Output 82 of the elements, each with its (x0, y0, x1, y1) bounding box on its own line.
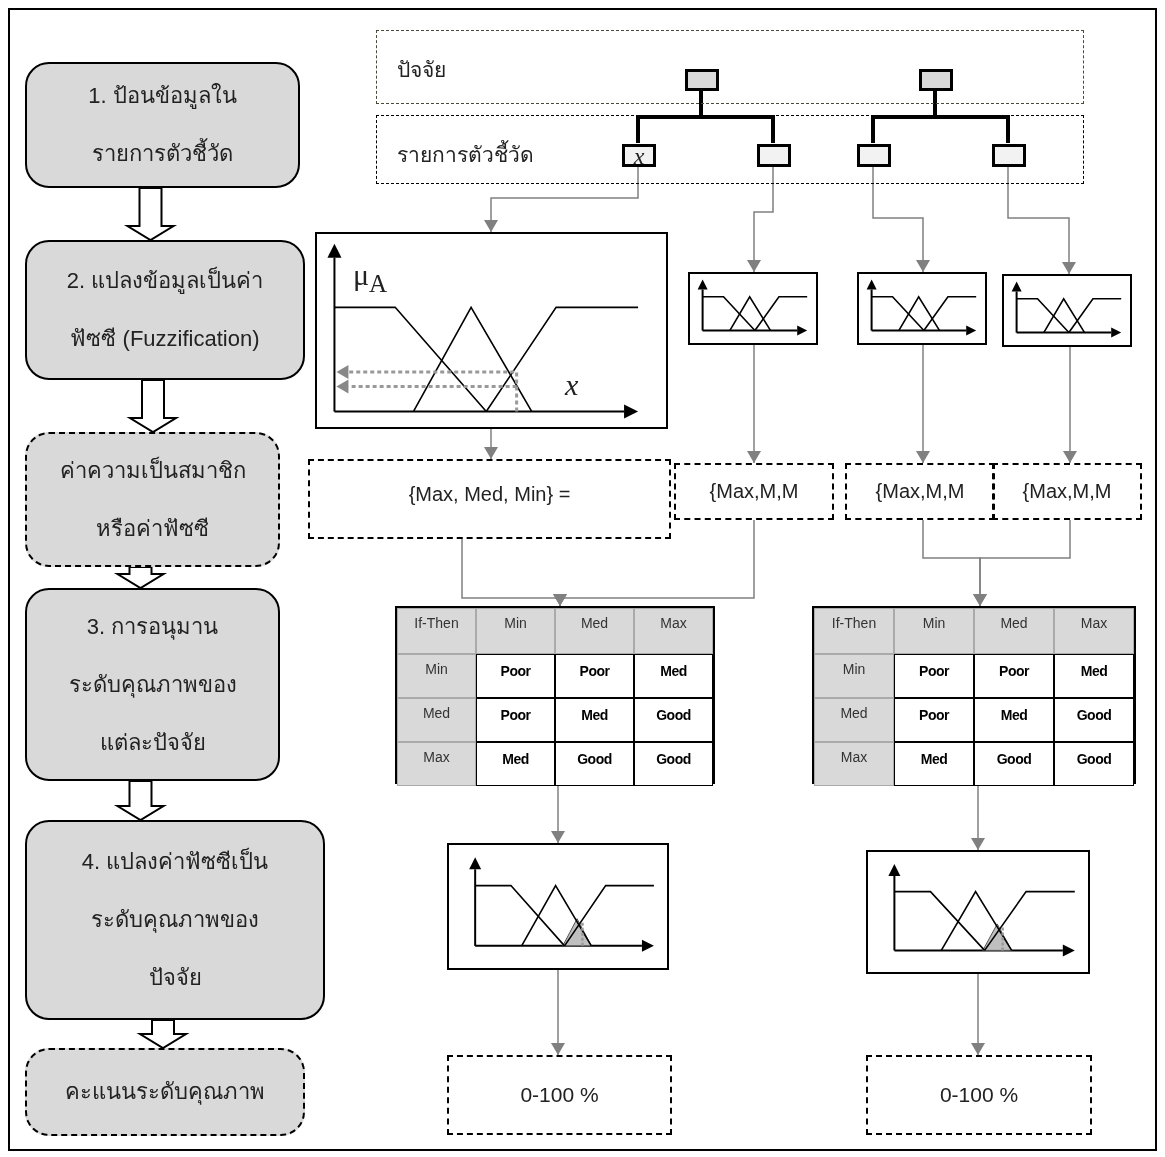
arrow (484, 165, 639, 233)
score-box: 0-100 % (866, 1055, 1092, 1135)
arrow (973, 519, 1071, 607)
factor-box (919, 69, 953, 91)
header-cell: If-Then (397, 608, 476, 654)
block-arrow (113, 780, 168, 822)
table-cell: Med (634, 654, 713, 698)
chart-panel (866, 850, 1090, 974)
indicator-box (757, 144, 791, 167)
chart-panel (857, 272, 987, 345)
table-cell: Poor (476, 698, 555, 742)
arrow (747, 165, 774, 273)
arrow (484, 428, 498, 460)
table-cell: Med (555, 698, 634, 742)
table-cell: Med (894, 742, 974, 786)
value-box: {Max,M,M (845, 463, 995, 520)
table-cell: Good (555, 742, 634, 786)
arrow (872, 165, 930, 273)
block-arrow (126, 379, 180, 434)
arrow (747, 344, 761, 464)
arrow (1063, 346, 1077, 464)
arrow (971, 973, 985, 1056)
table-cell: Med (1054, 654, 1134, 698)
table-cell: Good (1054, 742, 1134, 786)
band-label: รายการตัวชี้วัด (397, 138, 534, 171)
score-box: 0-100 % (447, 1055, 672, 1135)
rule-table (812, 606, 1136, 784)
factor-box (685, 69, 719, 91)
value-box: {Max,M,M (674, 463, 834, 520)
header-cell: Max (1054, 608, 1134, 654)
table-cell: Poor (555, 654, 634, 698)
result-box: คะแนนระดับคุณภาพ (25, 1048, 305, 1136)
header-cell: Min (476, 608, 555, 654)
arrow (553, 519, 755, 607)
header-cell: Max (397, 742, 476, 786)
header-cell: Min (894, 608, 974, 654)
header-cell: Med (814, 698, 894, 742)
block-arrow (123, 187, 178, 242)
table-cell: Poor (894, 654, 974, 698)
chart-panel (447, 843, 669, 970)
block-arrow (136, 1019, 190, 1050)
table-cell: Good (1054, 698, 1134, 742)
table-cell: Good (974, 742, 1054, 786)
table-cell: Poor (974, 654, 1054, 698)
indicator-box: x (622, 144, 656, 167)
tree-line (699, 90, 775, 143)
table-cell: Poor (894, 698, 974, 742)
axis-label: x (565, 370, 579, 400)
indicator-box (992, 144, 1026, 167)
header-cell: If-Then (814, 608, 894, 654)
chart-panel (688, 272, 818, 345)
rule-table (395, 606, 715, 784)
header-cell: Min (397, 654, 476, 698)
header-cell: Med (397, 698, 476, 742)
value-box: {Max,M,M (992, 463, 1142, 520)
arrow (916, 344, 930, 464)
axis-label: μ$_{A}$ (353, 260, 388, 299)
table-cell: Poor (476, 654, 555, 698)
header-cell: Med (555, 608, 634, 654)
table-cell: Good (634, 742, 713, 786)
dashed-band (376, 115, 1084, 184)
arrow (1007, 165, 1076, 275)
arrow (551, 969, 565, 1056)
result-box: ค่าความเป็นสมาชิกหรือค่าฟัซซี (25, 432, 280, 567)
indicator-box (857, 144, 891, 167)
dashed-band (376, 30, 1084, 104)
band-label: ปัจจัย (397, 57, 446, 83)
process-box: 4. แปลงค่าฟัซซีเป็นระดับคุณภาพของปัจจัย (25, 820, 325, 1020)
table-cell: Med (476, 742, 555, 786)
table-cell: Good (634, 698, 713, 742)
value-box: {Max, Med, Min} = (308, 459, 671, 539)
process-box: 2. แปลงข้อมูลเป็นค่าฟัซซี (Fuzzification) (25, 240, 305, 380)
block-arrow (113, 566, 168, 590)
header-cell: Max (814, 742, 894, 786)
header-cell: Min (814, 654, 894, 698)
header-cell: Med (974, 608, 1054, 654)
chart-panel (315, 232, 668, 429)
header-cell: Max (634, 608, 713, 654)
process-box: 3. การอนุมานระดับคุณภาพของแต่ละปัจจัย (25, 588, 280, 781)
process-box: 1. ป้อนข้อมูลในรายการตัวชี้วัด (25, 62, 300, 188)
chart-panel (1002, 274, 1132, 347)
table-cell: Med (974, 698, 1054, 742)
